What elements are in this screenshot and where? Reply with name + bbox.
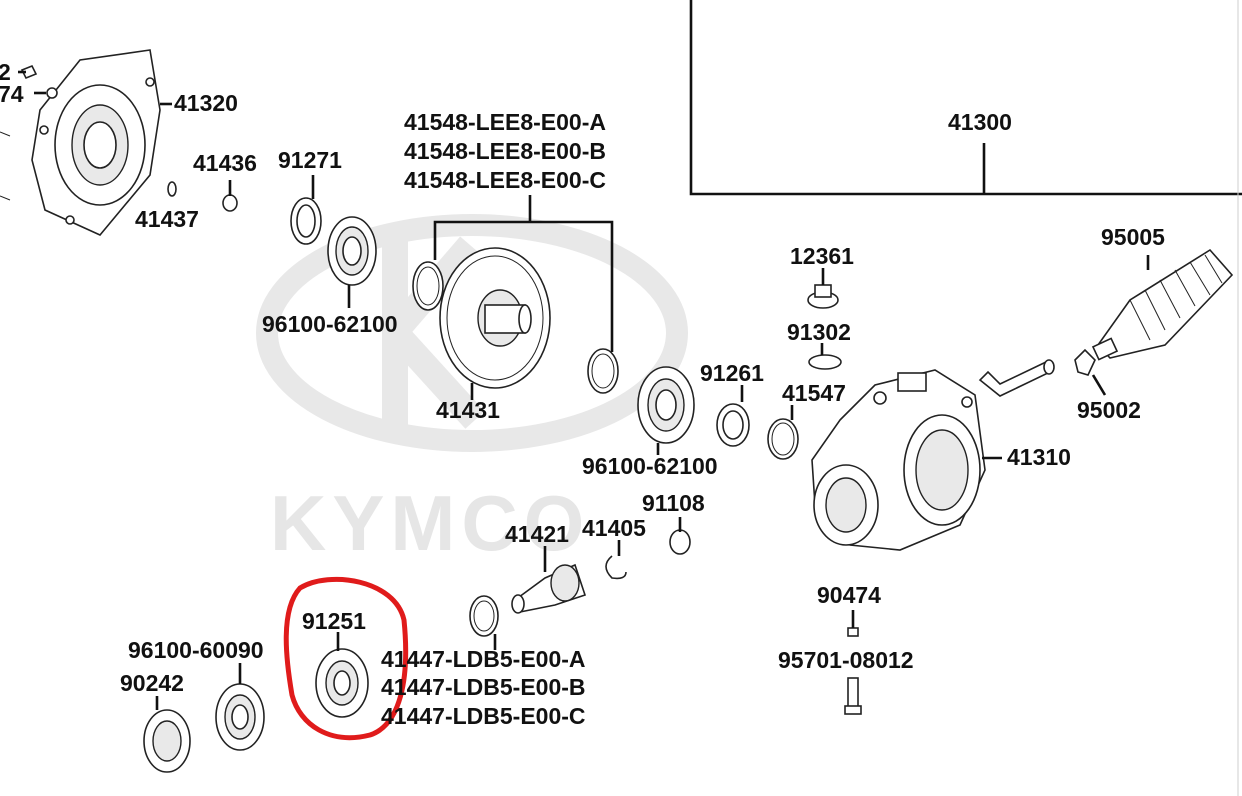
part-12361-plug (807, 284, 839, 309)
part-41437 (167, 181, 177, 197)
part-90474-washer (847, 627, 859, 637)
part-41421-pinion (511, 563, 587, 614)
label-41547: 41547 (782, 380, 846, 406)
label-41310: 41310 (1007, 444, 1071, 470)
label-96100-60090: 96100-60090 (128, 637, 264, 663)
part-41431-ring-gear (439, 247, 551, 389)
label-41447-b: 41447-LDB5-E00-B (381, 674, 586, 700)
part-96100-62100-bearing-upper (327, 216, 377, 286)
part-41405-clip (605, 555, 627, 580)
part-91261-seal (716, 403, 750, 447)
kymco-watermark-logo: KYMCO (256, 214, 688, 567)
label-91261: 91261 (700, 360, 764, 386)
label-41437: 41437 (135, 206, 199, 232)
highlight-circle (283, 576, 409, 741)
part-90242-seal (143, 709, 191, 773)
part-breather-hose (978, 359, 1055, 397)
label-90474: 90474 (817, 582, 881, 608)
watermark-text: KYMCO (270, 479, 590, 567)
label-91271: 91271 (278, 147, 342, 173)
label-95005: 95005 (1101, 224, 1165, 250)
label-41405: 41405 (582, 515, 646, 541)
label-91251: 91251 (302, 608, 366, 634)
label-41447-a: 41447-LDB5-E00-A (381, 646, 586, 672)
label-41421: 41421 (505, 521, 569, 547)
label-41548-b: 41548-LEE8-E00-B (404, 138, 606, 164)
bracket-41548 (433, 220, 614, 352)
label-96100-62100-lower: 96100-62100 (582, 453, 718, 479)
part-clips-left (20, 64, 58, 99)
label-41548-c: 41548-LEE8-E00-C (404, 167, 606, 193)
label-clip-74: 74 (0, 81, 24, 107)
part-41547-ring (767, 418, 799, 460)
label-clip-12: 2 (0, 59, 11, 85)
part-91302-washer (808, 354, 842, 370)
label-91108: 91108 (642, 490, 705, 516)
part-91271-seal (290, 197, 322, 245)
label-41320: 41320 (174, 90, 238, 116)
part-96100-60090-bearing (215, 683, 265, 751)
part-41320-cover (0, 49, 161, 236)
label-95701-08012: 95701-08012 (778, 647, 914, 673)
part-91108 (669, 529, 691, 555)
label-41548-a: 41548-LEE8-E00-A (404, 109, 606, 135)
assembly-frame (689, 0, 1242, 196)
part-41436 (222, 194, 238, 212)
label-41431: 41431 (436, 397, 500, 423)
label-95002: 95002 (1077, 397, 1141, 423)
part-91251-bearing (315, 648, 369, 718)
part-96100-62100-bearing-lower (637, 366, 695, 444)
label-91302: 91302 (787, 319, 851, 345)
part-41310-housing (811, 369, 986, 551)
label-12361: 12361 (790, 243, 854, 269)
part-95005-boot (1091, 248, 1234, 361)
part-41548-shim-left (412, 261, 444, 311)
part-95002-clamp (1074, 348, 1096, 376)
part-41548-shim-right (587, 348, 619, 394)
label-41300: 41300 (948, 109, 1012, 135)
label-41436: 41436 (193, 150, 257, 176)
label-90242: 90242 (120, 670, 184, 696)
part-41447-shim (469, 595, 499, 637)
part-95701-bolt (844, 677, 862, 715)
label-96100-62100-upper: 96100-62100 (262, 311, 398, 337)
label-41447-c: 41447-LDB5-E00-C (381, 703, 586, 729)
